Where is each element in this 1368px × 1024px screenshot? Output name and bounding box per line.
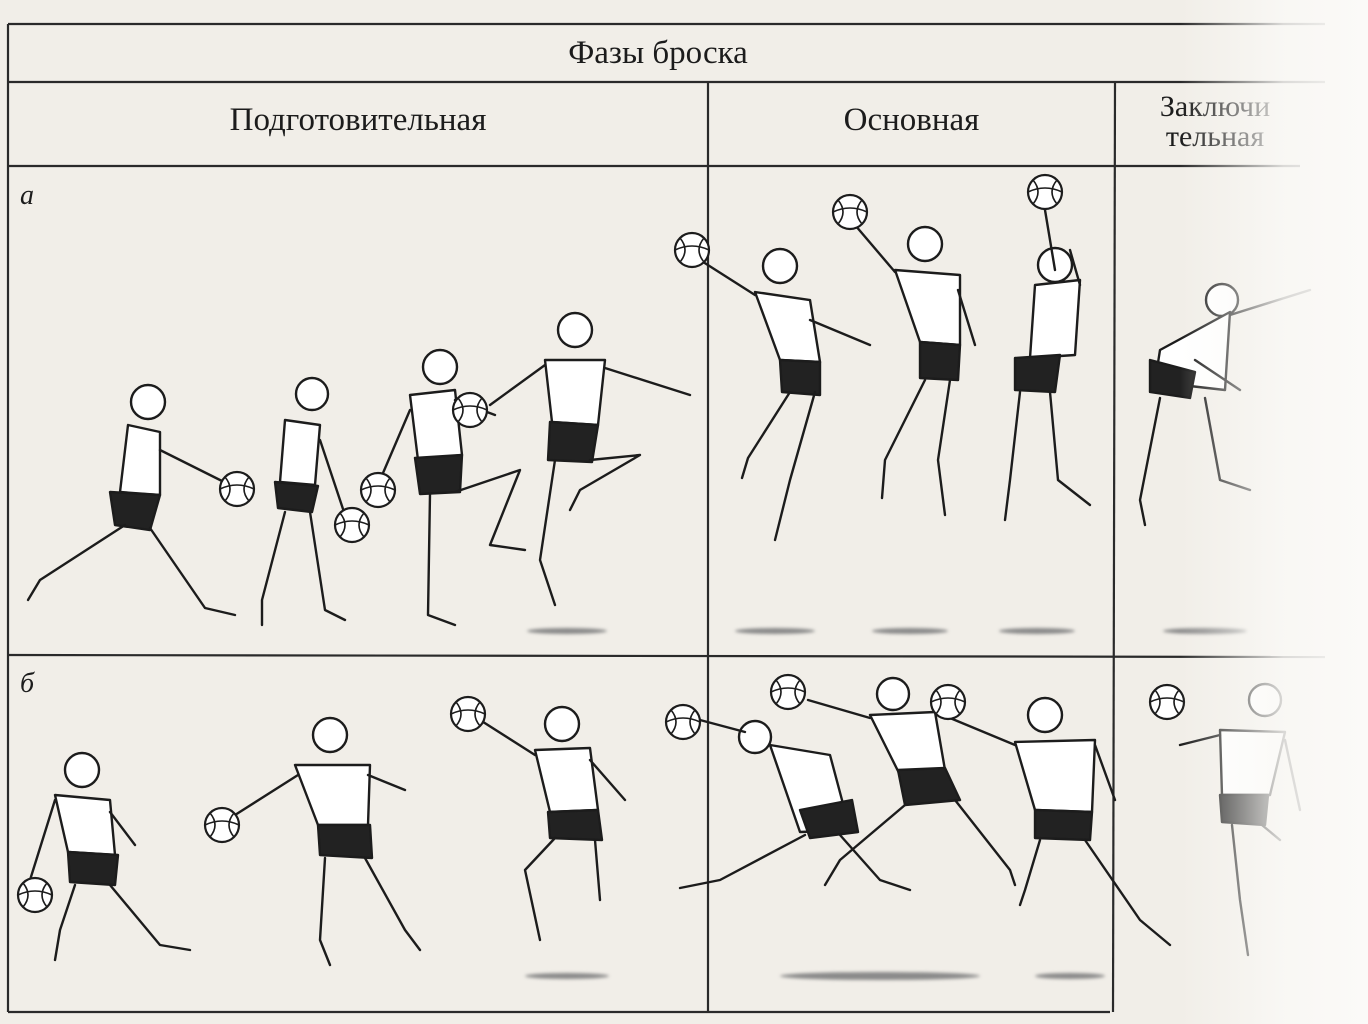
figure-a3 bbox=[378, 348, 527, 627]
phase-header-main: Основная bbox=[843, 102, 980, 138]
figure-a2 bbox=[260, 376, 347, 627]
ball-b2 bbox=[203, 806, 241, 844]
figure-a7 bbox=[1003, 208, 1092, 522]
figure-a4 bbox=[488, 311, 692, 607]
row-label-a: а bbox=[20, 180, 34, 211]
figure-b7 bbox=[1178, 682, 1302, 957]
table-title: Фазы броска bbox=[568, 35, 748, 71]
figure-a5 bbox=[698, 247, 872, 542]
ball-b5 bbox=[769, 673, 807, 711]
figure-a8 bbox=[1138, 282, 1312, 527]
ball-b6 bbox=[929, 683, 967, 721]
ball-a7 bbox=[1026, 173, 1064, 211]
phase-header-preparatory: Подготовительная bbox=[229, 102, 487, 138]
ball-a6 bbox=[831, 193, 869, 231]
figure-a6 bbox=[853, 223, 977, 517]
ball-b4 bbox=[664, 703, 702, 741]
ball-b1 bbox=[16, 876, 54, 914]
figure-b1 bbox=[28, 751, 192, 962]
row-label-b: б bbox=[20, 668, 35, 699]
ball-a3a bbox=[359, 471, 397, 509]
ball-a5 bbox=[673, 231, 711, 269]
ball-b7 bbox=[1148, 683, 1186, 721]
ball-a1 bbox=[218, 470, 256, 508]
ball-a2 bbox=[333, 506, 371, 544]
ball-b3 bbox=[449, 695, 487, 733]
figure-a1 bbox=[26, 383, 237, 617]
figure-b2 bbox=[233, 716, 422, 967]
figure-b6 bbox=[948, 696, 1172, 947]
figure-b5 bbox=[806, 676, 1017, 887]
ball-a3b bbox=[451, 391, 489, 429]
figure-b4 bbox=[678, 718, 912, 892]
figure-b3 bbox=[478, 705, 627, 942]
